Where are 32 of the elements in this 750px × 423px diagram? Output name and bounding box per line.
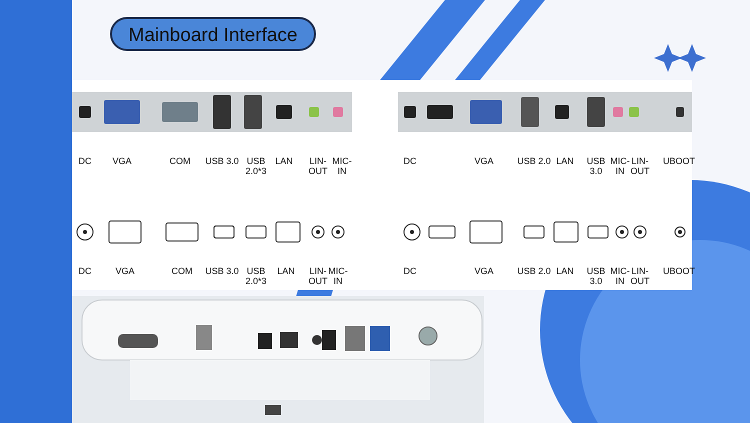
port-label: LIN-OUT: [308, 156, 328, 176]
port-label: USB 2.0: [516, 156, 552, 166]
port-label: LAN: [274, 156, 294, 166]
port-label: LIN-OUT: [308, 266, 328, 286]
port-label: LIN-OUT: [630, 266, 650, 286]
port-label: MIC-IN: [610, 266, 630, 286]
port-label: UBOOT: [663, 156, 695, 166]
title-badge: Mainboard Interface: [110, 17, 316, 51]
port-label: USB 2.0*3: [244, 266, 268, 286]
port-label: USB 3.0: [204, 266, 240, 276]
port-label: MIC-IN: [331, 156, 353, 176]
port-label: LAN: [555, 266, 575, 276]
port-label: COM: [168, 156, 192, 166]
port-label: VGA: [114, 266, 136, 276]
port-label: DC: [78, 156, 92, 166]
port-label: USB 3.0: [586, 156, 606, 176]
port-label: MIC-IN: [328, 266, 349, 286]
port-label: DC: [402, 156, 418, 166]
port-label: LIN-OUT: [630, 156, 650, 176]
port-label: LAN: [276, 266, 296, 276]
port-label: DC: [78, 266, 92, 276]
port-label: COM: [170, 266, 194, 276]
port-label: VGA: [473, 266, 494, 276]
port-label: DC: [402, 266, 418, 276]
port-label: USB 3.0: [586, 266, 606, 286]
port-label: USB 2.0: [516, 266, 552, 276]
port-label: VGA: [111, 156, 132, 166]
port-label: MIC-IN: [610, 156, 630, 176]
port-label: LAN: [555, 156, 575, 166]
port-label: VGA: [473, 156, 494, 166]
port-label: USB 3.0: [204, 156, 240, 166]
port-label: USB 2.0*3: [244, 156, 268, 176]
